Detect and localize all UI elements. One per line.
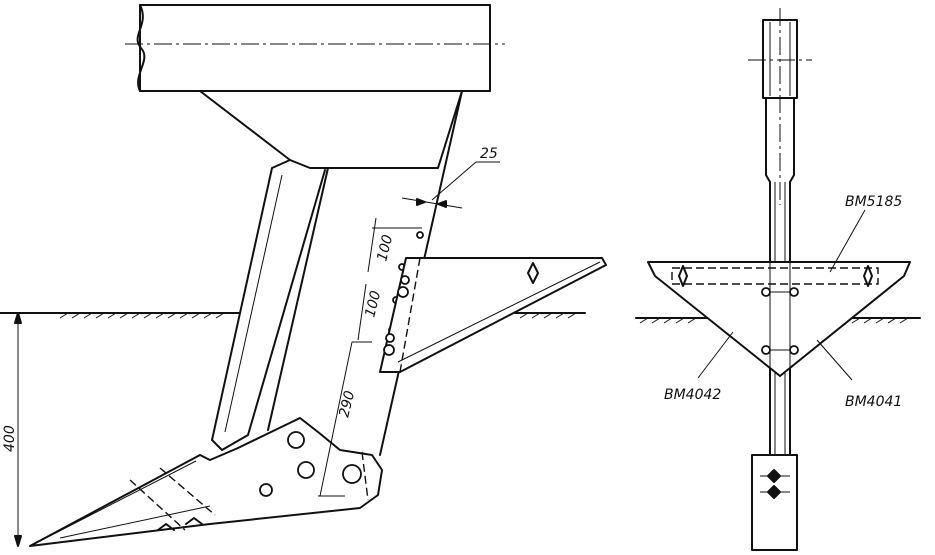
stand-bracket — [199, 90, 463, 169]
crossbar-bar — [671, 265, 879, 287]
dimension-25-label: 25 — [480, 146, 498, 162]
ground-line-left — [0, 312, 586, 319]
stand-foot — [751, 454, 798, 551]
stand-tube — [748, 8, 812, 205]
dimension-spacing-upper: 100 — [367, 217, 422, 273]
frame-beam — [125, 4, 505, 92]
share-foot — [29, 417, 383, 547]
share-wing — [379, 257, 607, 373]
dimension-290-label: 290 — [336, 389, 358, 419]
dimension-100-upper-label: 100 — [374, 233, 396, 263]
part-leaders — [697, 209, 866, 381]
dimension-spacing-lower: 100 — [357, 283, 384, 341]
dimension-400-label: 400 — [2, 425, 18, 452]
part-label-right-wing: ВМ4041 — [845, 394, 902, 410]
dimension-100-lower-label: 100 — [362, 289, 384, 319]
ground-line-right — [635, 317, 921, 324]
right-view-front-elevation: ВМ5185 ВМ4042 ВМ4041 — [635, 8, 921, 551]
left-view-side-elevation: 400 290 100 100 25 — [0, 4, 607, 547]
part-label-left-wing: ВМ4042 — [664, 387, 721, 403]
wing-plates — [647, 261, 911, 377]
dimension-gap: 25 — [401, 146, 500, 209]
dimension-depth-to-pivot: 290 — [318, 341, 372, 497]
dimension-working-depth: 400 — [2, 312, 22, 547]
shank-bolts — [761, 287, 799, 355]
part-label-crossbar: ВМ5185 — [845, 194, 902, 210]
